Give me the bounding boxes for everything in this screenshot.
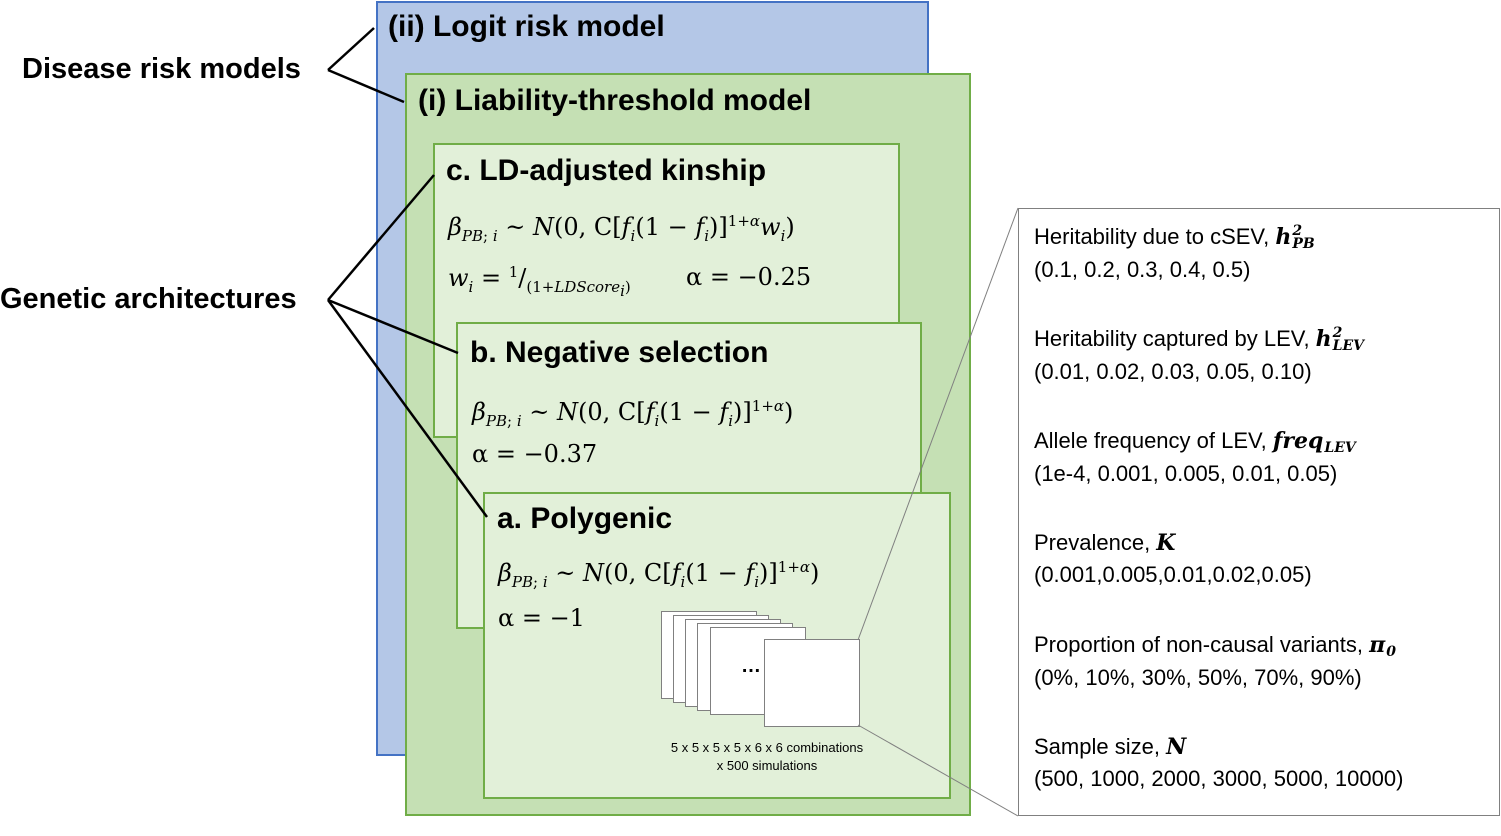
simulation-caption: 5 x 5 x 5 x 5 x 6 x 6 combinations x 500… xyxy=(637,739,897,775)
parameter-symbol-base: π xyxy=(1369,632,1386,658)
parameter-values: (0.01, 0.02, 0.03, 0.05, 0.10) xyxy=(1034,359,1312,384)
parameter-title: Prevalence, K xyxy=(1034,530,1403,556)
genetic-architectures-label: Genetic architectures xyxy=(0,283,297,315)
parameter-item: Sample size, N (500, 1000, 2000, 3000, 50… xyxy=(1034,734,1403,836)
polygenic-alpha: α = −1 xyxy=(498,604,585,632)
ld-adjusted-beta-formula: βPB; i ~ N(0, C[fi(1 − fi)]1+αwi) xyxy=(448,212,795,245)
parameter-symbol-sub: 0 xyxy=(1386,644,1396,660)
logit-model-title: (ii) Logit risk model xyxy=(388,10,665,43)
disease-risk-models-label: Disease risk models xyxy=(22,53,301,85)
parameter-item: Prevalence, K (0.001,0.005,0.01,0.02,0.05… xyxy=(1034,530,1403,632)
ld-adjusted-weight-formula: wi = 1/(1+LDScorei) xyxy=(448,263,631,300)
simulation-caption-line2: x 500 simulations xyxy=(716,758,818,773)
polygenic-title: a. Polygenic xyxy=(497,502,673,535)
parameter-symbol: π 0 xyxy=(1369,632,1396,660)
parameter-values: (500, 1000, 2000, 3000, 5000, 10000) xyxy=(1034,766,1404,791)
parameter-title: Sample size, N xyxy=(1034,734,1403,760)
parameter-symbol-sup: 2 xyxy=(1332,325,1343,341)
parameter-label: Proportion of non-causal variants, xyxy=(1034,632,1370,657)
parameter-symbol: K xyxy=(1156,530,1175,556)
parameter-item: Allele frequency of LEV, freq LEV (1e-4, … xyxy=(1034,428,1403,530)
parameter-symbol-sub: LEV xyxy=(1324,440,1356,456)
parameter-symbol-base: N xyxy=(1166,734,1187,760)
negative-selection-title: b. Negative selection xyxy=(470,336,769,369)
simulation-caption-line1: 5 x 5 x 5 x 5 x 6 x 6 combinations xyxy=(670,740,864,755)
parameter-values: (0.1, 0.2, 0.3, 0.4, 0.5) xyxy=(1034,257,1251,282)
negative-selection-alpha: α = −0.37 xyxy=(472,440,598,468)
parameters-panel xyxy=(1018,208,1500,816)
negative-selection-beta-formula: βPB; i ~ N(0, C[fi(1 − fi)]1+α) xyxy=(472,397,794,430)
simulation-ellipsis: … xyxy=(741,655,761,677)
ld-adjusted-title: c. LD-adjusted kinship xyxy=(446,154,767,187)
parameter-symbol-base: K xyxy=(1156,530,1176,556)
simulation-sheet-front xyxy=(764,639,860,727)
parameter-label: Prevalence, xyxy=(1034,530,1157,555)
parameter-label: Heritability due to cSEV, xyxy=(1034,224,1276,249)
ld-adjusted-alpha: α = −0.25 xyxy=(686,263,812,291)
parameter-symbol-sub: LEV xyxy=(1332,338,1365,354)
parameter-values: (0.001,0.005,0.01,0.02,0.05) xyxy=(1034,562,1312,587)
parameter-title: Proportion of non-causal variants, π 0 xyxy=(1034,632,1403,659)
connector-to-logit xyxy=(327,27,375,71)
parameter-label: Heritability captured by LEV, xyxy=(1034,326,1316,351)
parameter-symbol-base: h xyxy=(1315,326,1332,352)
polygenic-beta-formula: βPB; i ~ N(0, C[fi(1 − fi)]1+α) xyxy=(498,558,820,591)
parameter-label: Allele frequency of LEV, xyxy=(1034,428,1273,453)
parameter-symbol-base: freq xyxy=(1272,428,1324,454)
parameter-symbol-sup: 2 xyxy=(1292,223,1303,239)
liability-model-title: (i) Liability-threshold model xyxy=(418,84,812,117)
parameter-title: Allele frequency of LEV, freq LEV xyxy=(1034,428,1403,455)
parameter-values: (0%, 10%, 30%, 50%, 70%, 90%) xyxy=(1034,665,1362,690)
parameter-symbol-sub: PB xyxy=(1292,236,1315,252)
parameter-item: Proportion of non-causal variants, π 0 (0… xyxy=(1034,632,1403,734)
parameter-symbol: freq LEV xyxy=(1272,428,1356,456)
parameter-label: Sample size, xyxy=(1034,734,1167,759)
parameter-symbol: N xyxy=(1166,734,1186,760)
parameter-symbol-base: h xyxy=(1275,224,1292,250)
parameter-values: (1e-4, 0.001, 0.005, 0.01, 0.05) xyxy=(1034,461,1338,486)
